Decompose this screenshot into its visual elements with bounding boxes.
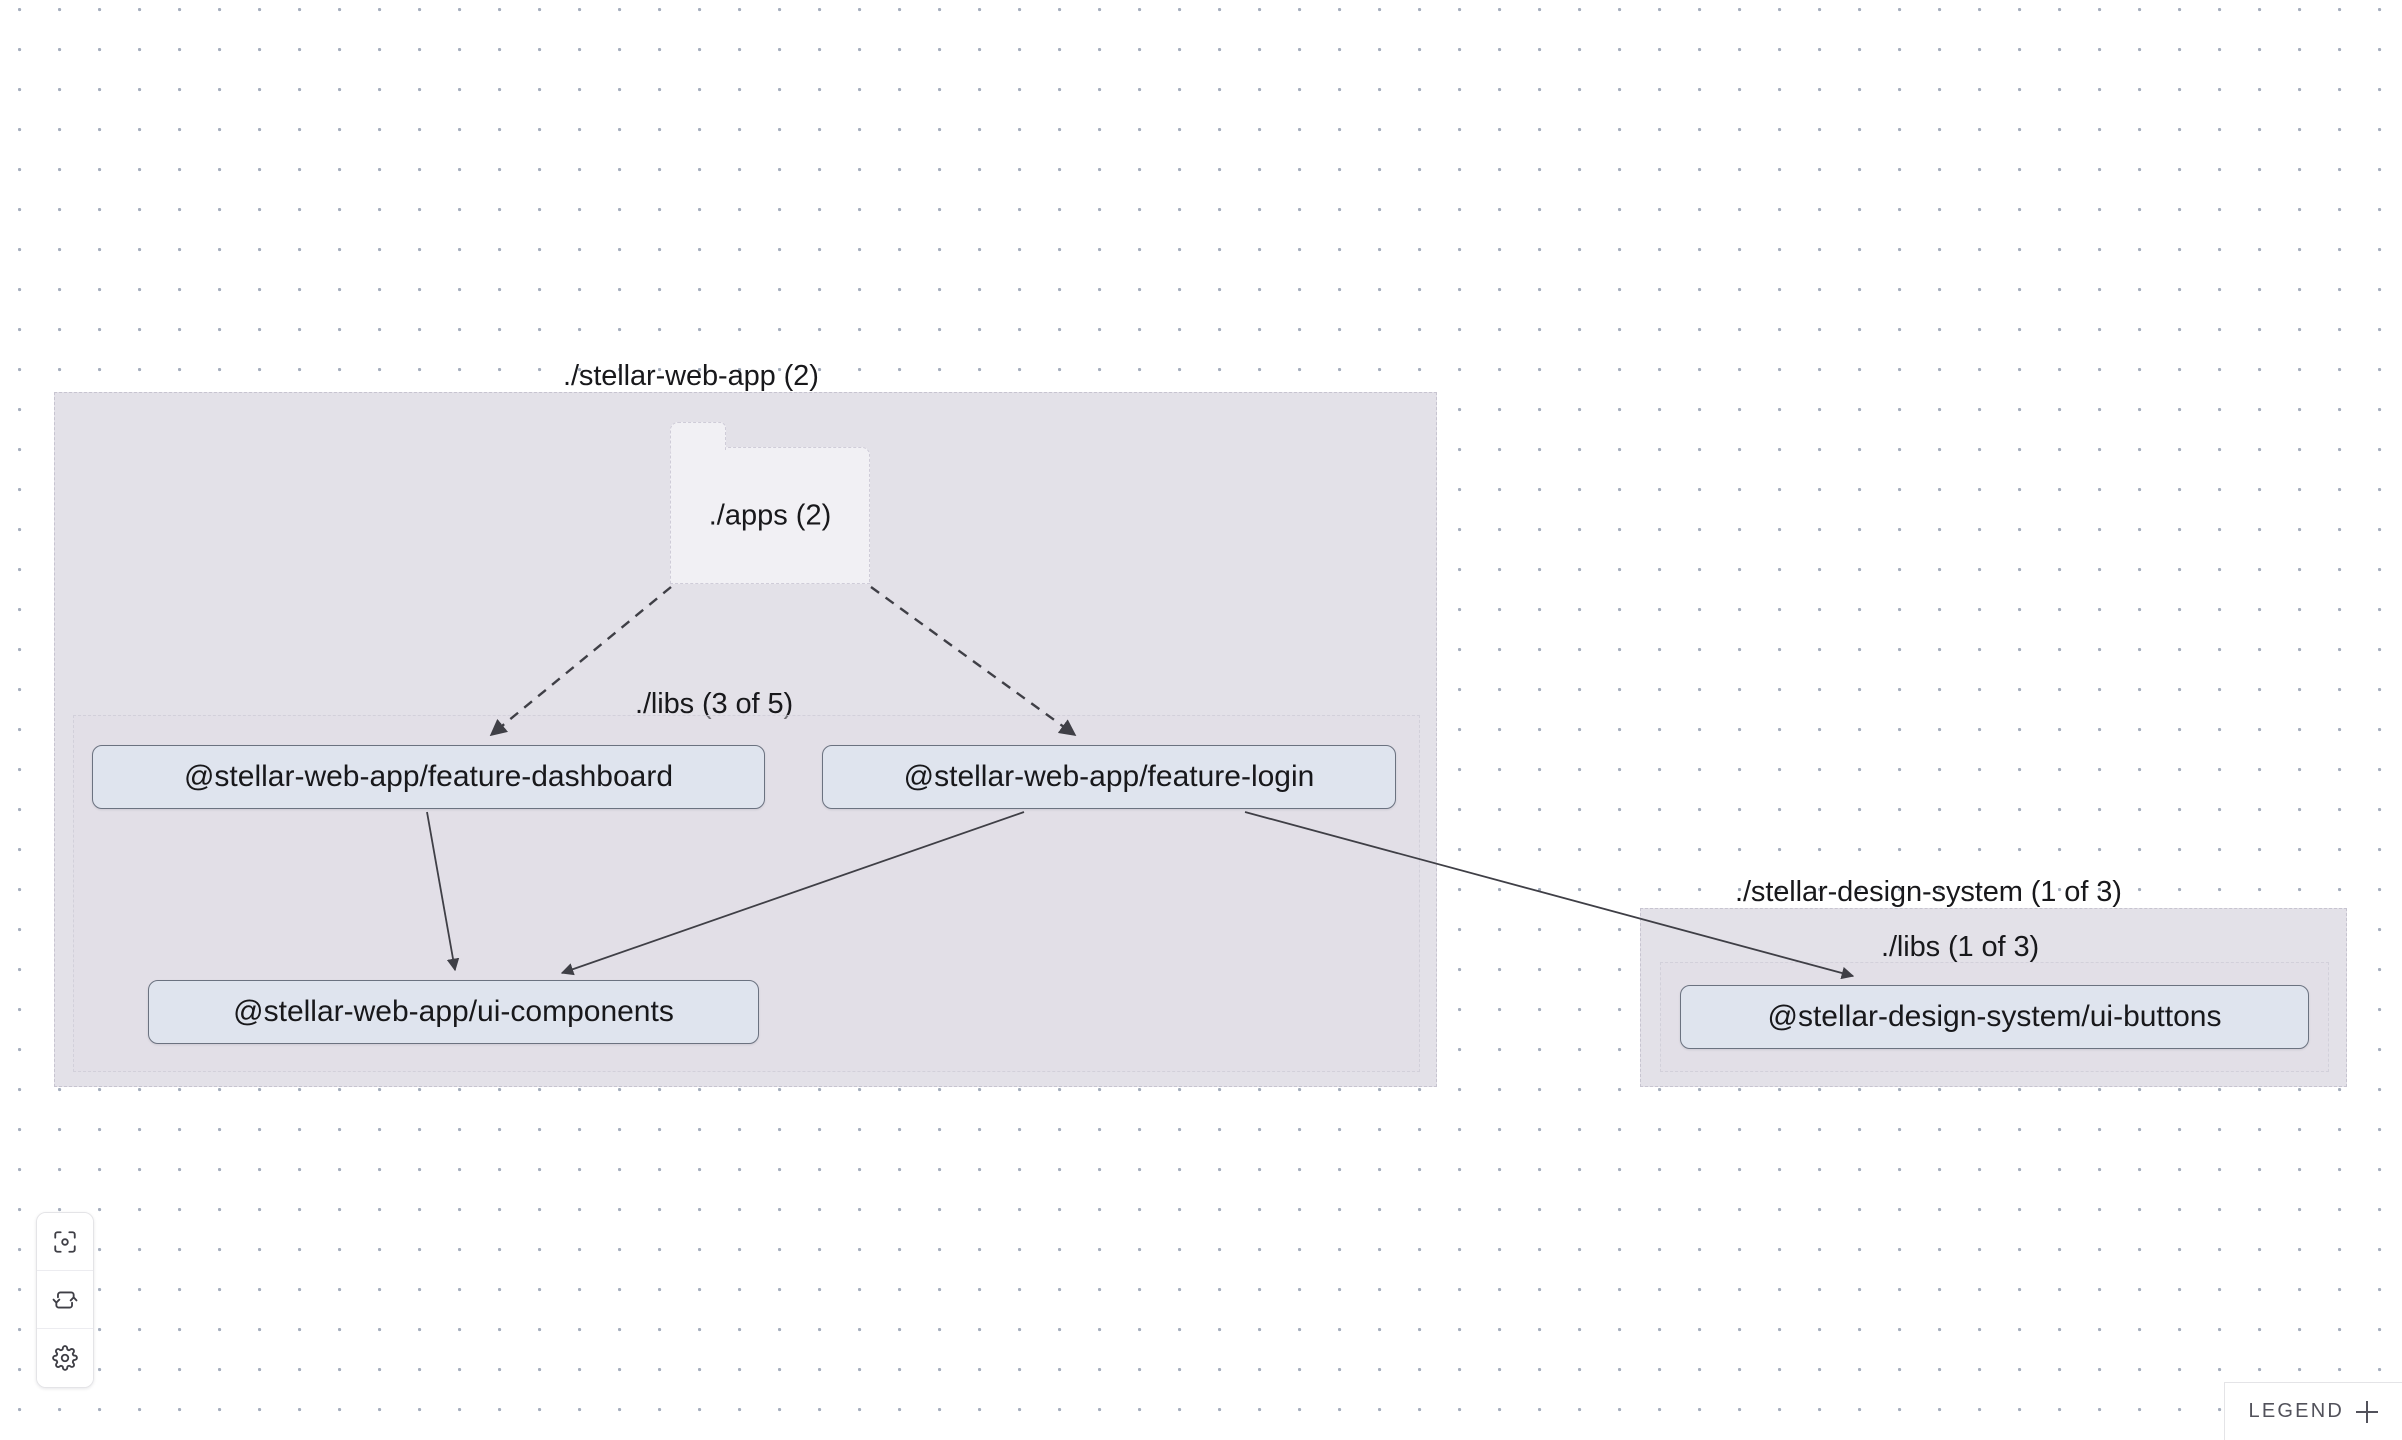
refresh-icon xyxy=(52,1287,78,1313)
graph-toolbar[interactable] xyxy=(36,1212,94,1388)
node-feature-login[interactable]: @stellar-web-app/feature-login xyxy=(822,745,1396,809)
node-label: @stellar-web-app/ui-components xyxy=(233,995,674,1028)
folder-node-apps[interactable]: ./apps (2) xyxy=(669,422,870,584)
node-label: @stellar-web-app/feature-dashboard xyxy=(183,760,674,793)
group-label-stellar-web-app: ./stellar-web-app (2) xyxy=(563,360,819,392)
node-ui-buttons[interactable]: @stellar-design-system/ui-buttons xyxy=(1680,985,2309,1049)
focus-target-icon xyxy=(52,1229,78,1255)
node-label: @stellar-web-app/feature-login xyxy=(903,760,1315,793)
legend-toggle-button[interactable]: LEGEND xyxy=(2223,1382,2402,1440)
group-label-stellar-design-system-libs: ./libs (1 of 3) xyxy=(1881,931,2040,963)
plus-icon xyxy=(2356,1400,2378,1423)
group-label-stellar-design-system: ./stellar-design-system (1 of 3) xyxy=(1735,876,2122,908)
refresh-graph-button[interactable] xyxy=(37,1271,93,1329)
node-ui-components[interactable]: @stellar-web-app/ui-components xyxy=(148,980,759,1044)
folder-tab xyxy=(669,422,726,453)
legend-label: LEGEND xyxy=(2248,1400,2344,1422)
gear-icon xyxy=(52,1345,78,1371)
node-feature-dashboard[interactable]: @stellar-web-app/feature-dashboard xyxy=(92,745,765,809)
focus-graph-button[interactable] xyxy=(37,1213,93,1271)
node-label: @stellar-design-system/ui-buttons xyxy=(1767,1000,2222,1033)
folder-node-label: ./apps (2) xyxy=(708,499,832,531)
graph-settings-button[interactable] xyxy=(37,1329,93,1387)
